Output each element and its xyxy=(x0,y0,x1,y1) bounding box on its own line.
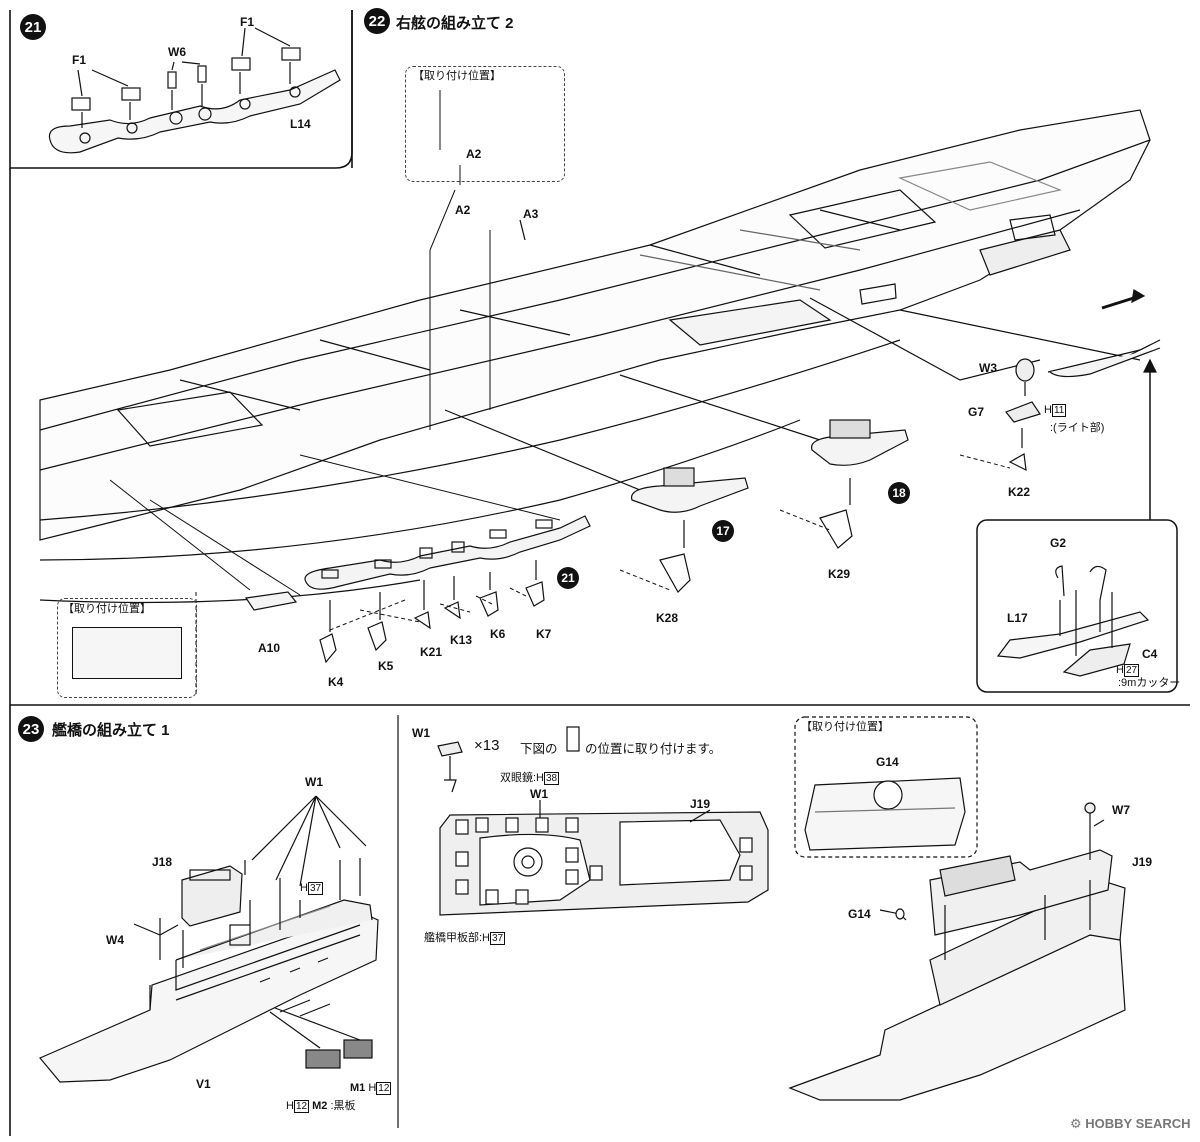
quantity-label: ×13 xyxy=(474,737,500,754)
label-k4: K4 xyxy=(328,675,344,689)
label-f1-right: F1 xyxy=(240,15,255,29)
step-21-number: 21 xyxy=(20,14,46,40)
label-a3: A3 xyxy=(523,207,539,221)
label-j19-plan: J19 xyxy=(690,797,711,811)
attachment-inset-bridge-title: 【取り付け位置】 xyxy=(801,721,889,733)
label-j18: J18 xyxy=(152,855,173,869)
label-light-part: :(ライト部) xyxy=(1050,422,1105,434)
label-k28: K28 xyxy=(656,611,679,625)
label-k6: K6 xyxy=(490,627,506,641)
label-j19: J19 xyxy=(1132,855,1153,869)
step-22-title: 右舷の組み立て 2 xyxy=(396,15,514,32)
label-v1: V1 xyxy=(196,1077,211,1091)
label-g14: G14 xyxy=(848,907,871,921)
step-23-number: 23 xyxy=(18,716,44,742)
label-w1-instruction: W1 xyxy=(412,726,430,740)
watermark: ⚙ HOBBY SEARCH xyxy=(1070,1116,1191,1131)
watermark-logo-icon: ⚙ xyxy=(1070,1116,1082,1131)
label-f1-left: F1 xyxy=(72,53,87,67)
label-g2: G2 xyxy=(1050,536,1067,550)
label-w7: W7 xyxy=(1112,803,1130,817)
label-l14: L14 xyxy=(290,117,311,131)
instruction-pre: 下図の xyxy=(520,742,558,756)
label-g7: G7 xyxy=(968,405,985,419)
part-callout-21: 21 xyxy=(557,567,579,589)
label-g14-inset: G14 xyxy=(876,755,899,769)
label-k5: K5 xyxy=(378,659,394,673)
label-w1-plan: W1 xyxy=(530,787,548,801)
label-k7: K7 xyxy=(536,627,552,641)
label-a10: A10 xyxy=(258,641,281,655)
attachment-inset-lower-title: 【取り付け位置】 xyxy=(63,603,151,615)
label-cutter: :9mカッター xyxy=(1118,677,1181,689)
label-w1-left: W1 xyxy=(305,775,323,789)
label-w3: W3 xyxy=(979,361,997,375)
label-k29: K29 xyxy=(828,567,851,581)
label-k13: K13 xyxy=(450,633,473,647)
step-23-title: 艦橋の組み立て 1 xyxy=(52,722,170,739)
label-l17: L17 xyxy=(1007,611,1028,625)
attachment-inset-title: 【取り付け位置】 xyxy=(413,70,501,82)
inset-part-drawing xyxy=(72,627,182,679)
instruction-post: の位置に取り付けます。 xyxy=(585,742,722,756)
step-22-number: 22 xyxy=(364,8,390,34)
label-k22: K22 xyxy=(1008,485,1031,499)
part-callout-18: 18 xyxy=(888,482,910,504)
attachment-inset-lower xyxy=(57,598,197,698)
inset-label-a2: A2 xyxy=(466,147,482,161)
label-c4: C4 xyxy=(1142,647,1158,661)
label-w4: W4 xyxy=(106,933,124,947)
label-w6: W6 xyxy=(168,45,186,59)
label-k21: K21 xyxy=(420,645,443,659)
label-a2: A2 xyxy=(455,203,471,217)
attachment-inset xyxy=(405,66,565,182)
part-callout-17: 17 xyxy=(712,520,734,542)
